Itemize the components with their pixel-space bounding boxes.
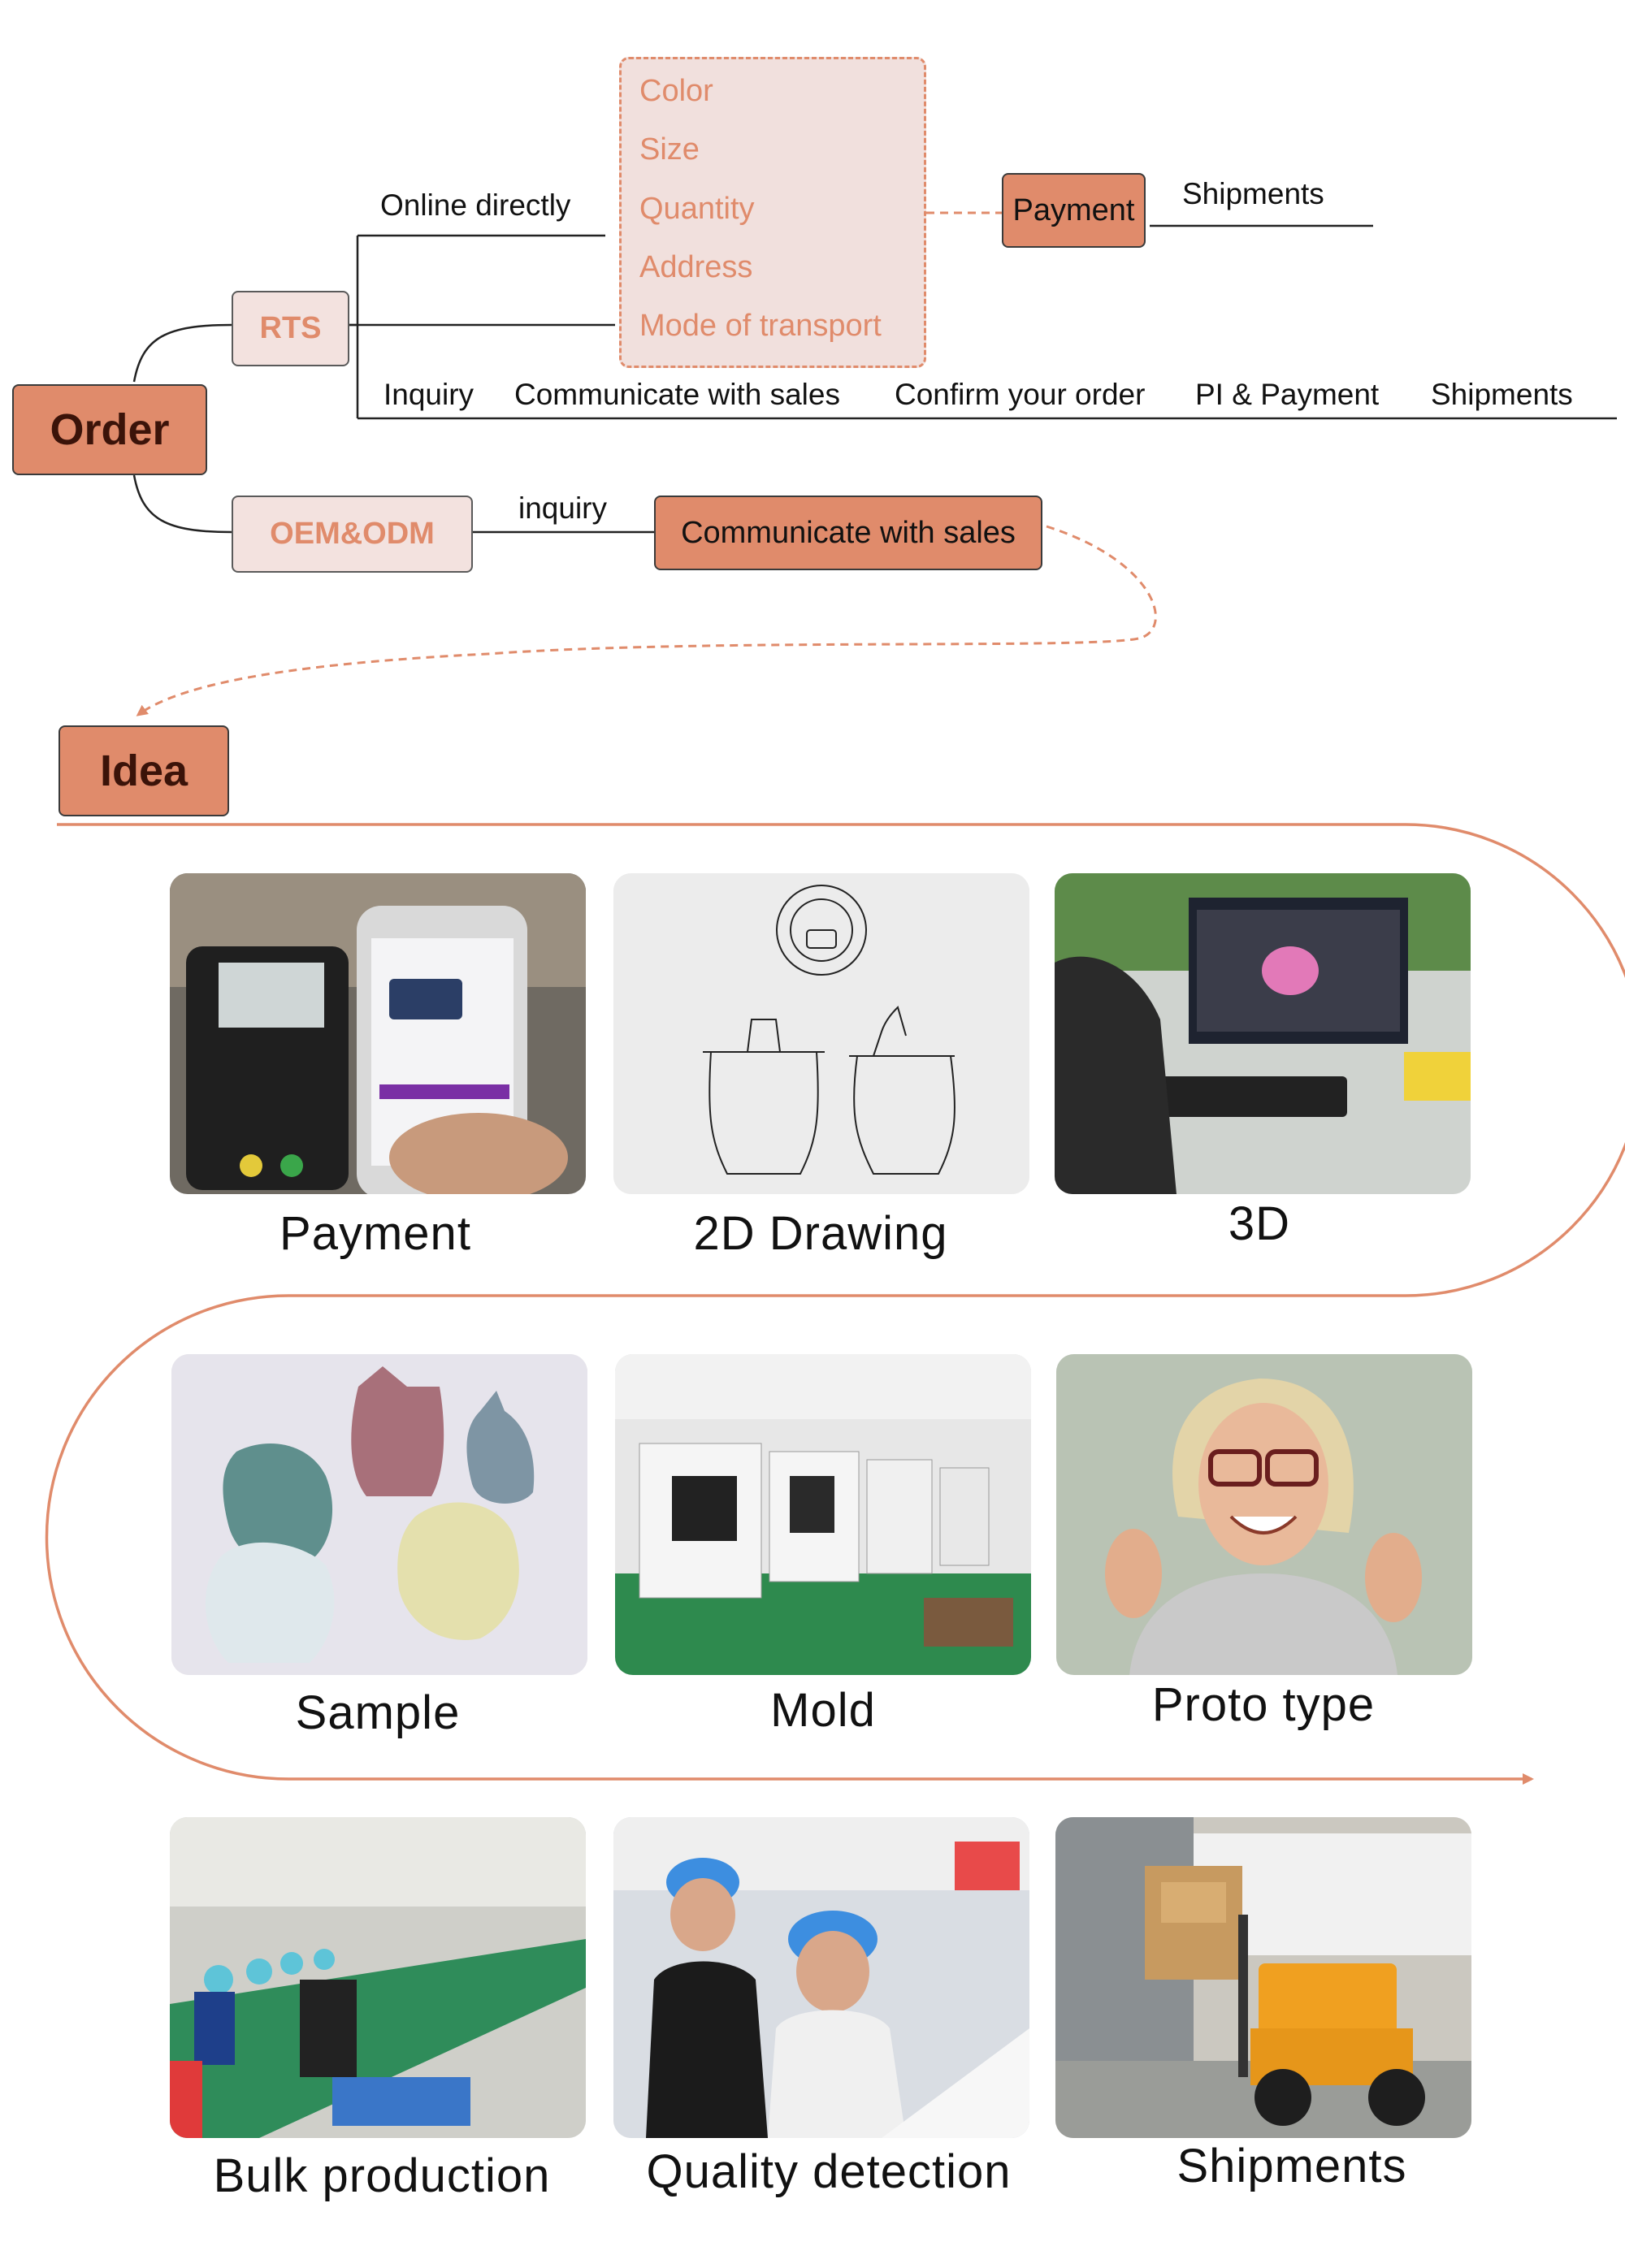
shipments-photo xyxy=(1055,1817,1471,2138)
caption-sample: Sample xyxy=(295,1686,461,1739)
rts-shipments-label: Shipments xyxy=(1182,177,1324,210)
payment-photo xyxy=(170,873,586,1194)
caption-2d-drawing: 2D Drawing xyxy=(693,1207,948,1260)
caption-payment: Payment xyxy=(280,1207,471,1260)
detail-quantity: Quantity xyxy=(639,192,755,226)
online-directly-label: Online directly xyxy=(380,188,571,222)
detail-color: Color xyxy=(639,74,713,108)
step-shipments: Shipments xyxy=(1431,378,1573,411)
bulk-production-photo xyxy=(170,1817,586,2138)
mold-photo xyxy=(615,1354,1031,1675)
caption-mold: Mold xyxy=(770,1684,876,1737)
payment-node: Payment xyxy=(1002,173,1146,248)
rts-label: RTS xyxy=(259,311,322,345)
rts-node: RTS xyxy=(232,291,349,366)
order-details-box: Color Size Quantity Address Mode of tran… xyxy=(619,57,926,368)
oem-odm-label: OEM&ODM xyxy=(270,517,435,551)
caption-quality-detection: Quality detection xyxy=(646,2145,1012,2198)
oem-inquiry-label: inquiry xyxy=(518,491,607,525)
sample-photo xyxy=(171,1354,587,1675)
2d-drawing-photo xyxy=(613,873,1029,1194)
oem-communicate-node: Communicate with sales xyxy=(654,496,1042,570)
detail-size: Size xyxy=(639,132,700,167)
3d-photo xyxy=(1055,873,1471,1194)
caption-proto-type: Proto type xyxy=(1151,1678,1376,1731)
detail-address: Address xyxy=(639,250,753,284)
caption-bulk-production: Bulk production xyxy=(213,2149,551,2202)
proto-type-photo xyxy=(1056,1354,1472,1675)
quality-detection-photo xyxy=(613,1817,1029,2138)
idea-title: Idea xyxy=(99,747,188,795)
step-inquiry: Inquiry xyxy=(384,378,474,411)
step-pi-payment: PI & Payment xyxy=(1195,378,1380,411)
caption-shipments: Shipments xyxy=(1176,2140,1407,2192)
oem-communicate-label: Communicate with sales xyxy=(681,515,1016,550)
idea-node: Idea xyxy=(58,725,229,816)
caption-3d: 3D xyxy=(1228,1197,1291,1250)
oem-odm-node: OEM&ODM xyxy=(232,496,473,573)
order-title: Order xyxy=(50,405,170,454)
step-confirm-your-order: Confirm your order xyxy=(895,378,1146,411)
step-communicate-with-sales: Communicate with sales xyxy=(514,378,840,411)
payment-label: Payment xyxy=(1012,193,1135,227)
order-node: Order xyxy=(12,384,207,475)
detail-mode-of-transport: Mode of transport xyxy=(639,309,882,343)
